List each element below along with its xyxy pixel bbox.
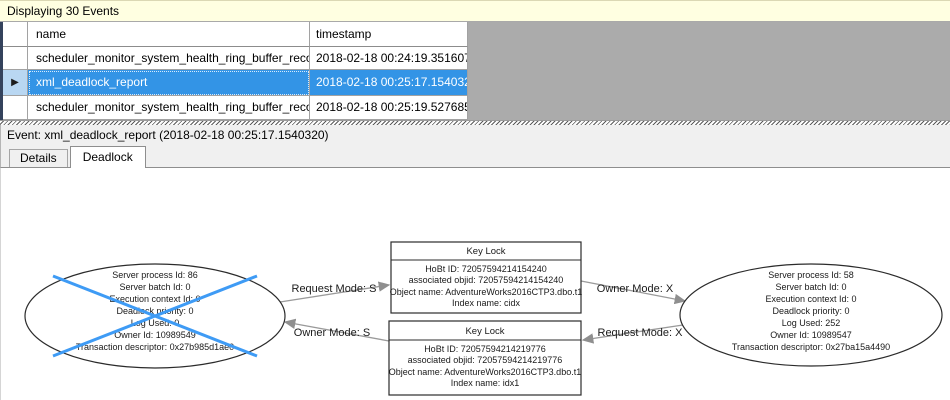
name-cell[interactable]: scheduler_monitor_system_health_ring_buf… [28,96,310,120]
node-text-line: Deadlock priority: 0 [116,306,193,316]
deadlock-pane: Request Mode: S Owner Mode: S Owner Mode… [0,168,950,400]
grid-header-row: name timestamp [3,22,468,47]
edge-request-x: Request Mode: X [581,324,684,344]
tab-strip: Details Deadlock [0,146,950,168]
resource-box[interactable] [388,320,582,396]
node-text-line: associated objid: 72057594214219776 [408,355,563,365]
node-text-line: associated objid: 72057594214154240 [409,275,564,285]
node-text-line: Execution context Id: 0 [765,294,856,304]
resource-title: Key Lock [465,326,504,337]
row-selector-cell[interactable] [3,47,28,70]
node-text-line: Index name: idx1 [451,378,520,388]
node-text-line: Log Used: 252 [782,318,841,328]
row-selector-cell[interactable] [3,96,28,120]
events-count-banner: Displaying 30 Events [0,0,950,22]
timestamp-cell[interactable]: 2018-02-18 00:25:17.1540320 [310,70,468,96]
node-text-line: Server batch Id: 0 [119,282,190,292]
timestamp-cell[interactable]: 2018-02-18 00:24:19.3516078 [310,47,468,70]
node-text-line: Transaction descriptor: 0x27b985d1ae0 [76,342,234,352]
table-row[interactable]: scheduler_monitor_system_health_ring_buf… [3,47,468,70]
current-row-indicator-icon: ▶ [11,76,19,88]
table-row-selected[interactable]: ▶ xml_deadlock_report 2018-02-18 00:25:1… [3,70,468,96]
node-text-line: Owner Id: 10989547 [770,330,852,340]
node-text-line: Execution context Id: 0 [109,294,200,304]
column-header-name[interactable]: name [28,22,310,47]
edge-label: Request Mode: S [292,283,377,295]
resource-title: Key Lock [466,246,505,257]
row-selector-cell[interactable]: ▶ [3,70,28,96]
name-cell[interactable]: xml_deadlock_report [28,70,310,96]
node-text-line: Transaction descriptor: 0x27ba15a4490 [732,342,890,352]
timestamp-cell[interactable]: 2018-02-18 00:25:19.5276859 [310,96,468,120]
name-cell[interactable]: scheduler_monitor_system_health_ring_buf… [28,47,310,70]
node-text-line: HoBt ID: 72057594214154240 [425,264,547,274]
key-lock-node-idx1[interactable]: Key Lock HoBt ID: 72057594214219776 asso… [388,320,582,396]
process-node-86[interactable]: Server process Id: 86 Server batch Id: 0… [24,263,286,369]
table-row[interactable]: scheduler_monitor_system_health_ring_buf… [3,96,468,120]
events-grid: name timestamp scheduler_monitor_system_… [0,22,468,120]
edge-request-s: Request Mode: S [279,281,391,303]
process-ellipse[interactable] [679,263,943,367]
node-text-line: Object name: AdventureWorks2016CTP3.dbo.… [390,287,582,297]
node-text-line: Server batch Id: 0 [775,282,846,292]
edge-label: Owner Mode: X [597,283,674,295]
tab-details[interactable]: Details [9,149,68,167]
row-header-corner [3,22,28,47]
node-text-line: Index name: cidx [452,298,521,308]
edge-owner-x: Owner Mode: X [580,280,687,305]
process-node-58[interactable]: Server process Id: 58 Server batch Id: 0… [679,263,943,367]
node-text-line: Deadlock priority: 0 [772,306,849,316]
node-text-line: HoBt ID: 72057594214219776 [424,344,546,354]
tab-deadlock[interactable]: Deadlock [69,146,146,168]
event-summary: Event: xml_deadlock_report (2018-02-18 0… [0,125,950,146]
node-text-line: Server process Id: 86 [112,270,198,280]
node-text-line: Owner Id: 10989549 [114,330,196,340]
grid-splitter[interactable] [0,120,950,125]
edge-label: Owner Mode: S [294,327,370,339]
deadlock-graph: Request Mode: S Owner Mode: S Owner Mode… [24,241,943,396]
node-text-line: Object name: AdventureWorks2016CTP3.dbo.… [389,367,581,377]
node-text-line: Log Used: 0 [131,318,180,328]
edge-owner-s: Owner Mode: S [283,318,390,342]
column-header-timestamp[interactable]: timestamp [310,22,468,47]
key-lock-node-cidx[interactable]: Key Lock HoBt ID: 72057594214154240 asso… [390,241,582,314]
victim-x-icon [52,274,258,358]
resource-box[interactable] [390,241,582,314]
node-text-line: Server process Id: 58 [768,270,854,280]
events-grid-workspace: name timestamp scheduler_monitor_system_… [0,22,950,120]
edge-label: Request Mode: X [598,327,684,339]
